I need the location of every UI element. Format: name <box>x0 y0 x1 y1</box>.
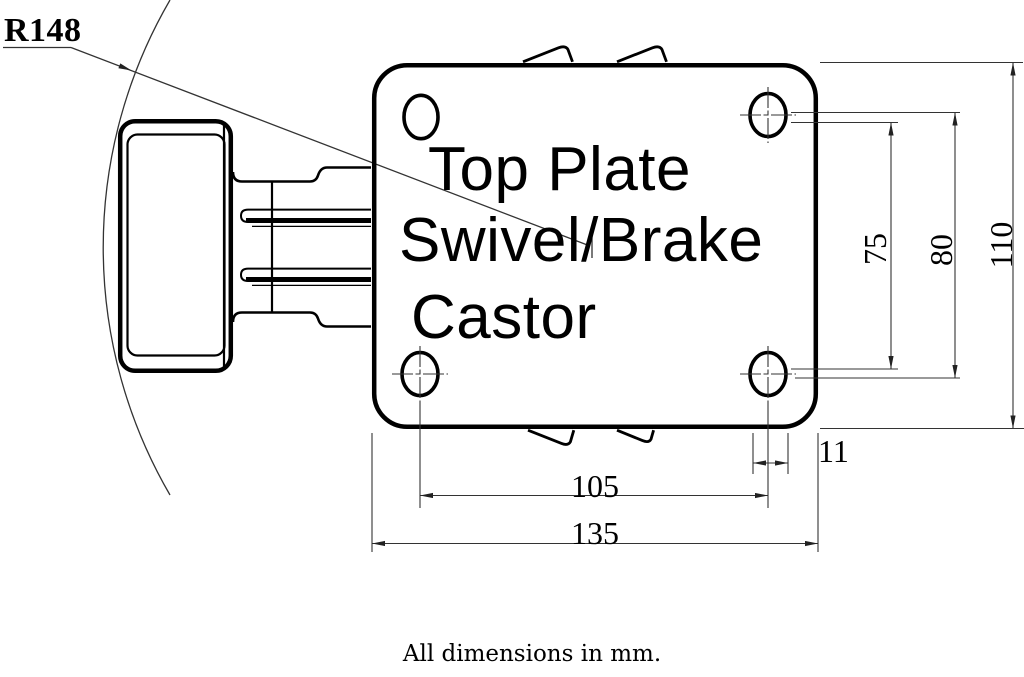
radius-leader-arrowhead <box>118 63 132 71</box>
tab-bottom-right <box>616 428 655 444</box>
dim-label-105: 105 <box>571 468 619 504</box>
dim-label-75: 75 <box>857 233 893 265</box>
radius-dimension-label: R148 <box>4 12 82 49</box>
axle-rod-outline <box>239 208 371 223</box>
hole-centerlines <box>392 87 796 402</box>
radius-leader <box>3 46 593 258</box>
fork-bottom-edge <box>231 311 371 328</box>
dim-label-110: 110 <box>983 221 1019 269</box>
brake-tabs <box>522 45 668 446</box>
dim-label-135: 135 <box>571 515 619 551</box>
wheel-inner-contour <box>126 133 226 357</box>
axle-rod-upper <box>239 208 371 227</box>
swivel-fork <box>231 166 371 328</box>
axle-rod-outline <box>239 267 371 282</box>
dim-label-11: 11 <box>818 433 849 469</box>
swivel-radius-arc <box>102 0 171 496</box>
wheel-outline <box>117 118 234 374</box>
fork-top-edge <box>231 166 371 183</box>
tab-top-left <box>522 45 574 64</box>
extension-lines <box>371 61 1024 552</box>
bolt-hole-top-left <box>402 93 440 141</box>
tab-bottom-left <box>527 428 576 446</box>
dimension-lines <box>372 62 1016 547</box>
wheel <box>117 118 234 374</box>
top-plate-outline <box>371 62 819 430</box>
plate-title-line1: Top Plate <box>428 135 692 204</box>
dim-label-80: 80 <box>923 234 959 266</box>
tab-top-right <box>616 45 668 64</box>
radius-leader-line <box>70 46 591 247</box>
plate-title-line3: Castor <box>411 283 597 352</box>
axle-rod-lower <box>239 267 371 286</box>
units-note: All dimensions in mm. <box>402 641 662 667</box>
plate-title-line2: Swivel/Brake <box>399 206 764 275</box>
